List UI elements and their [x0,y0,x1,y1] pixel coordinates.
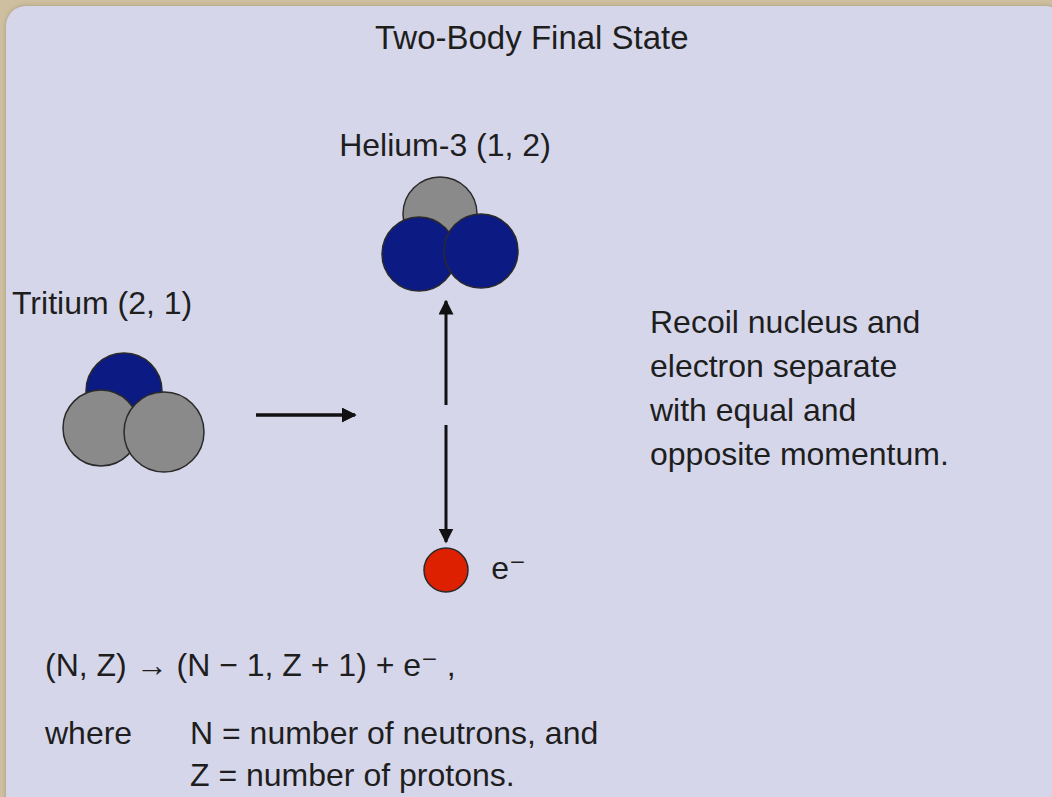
particle-label: e⁻ [422,546,526,588]
definition-text: Z = number of protons. [190,755,515,795]
momentum-arrow [256,415,446,542]
arrow-segment [445,425,448,542]
neutron-sphere [124,392,204,472]
arrow-segment [256,414,355,417]
particle-label: Tritium (2, 1) [12,283,254,323]
momentum-arrow [256,301,446,415]
helium-nucleus: Helium-3 (1, 2) [293,125,597,297]
arrow-segment [445,301,448,405]
decay-equation: (N, Z) → (N − 1, Z + 1) + e⁻ , [45,645,456,685]
diagram-title: Two-Body Final State [375,18,689,58]
particle-label: Helium-3 (1, 2) [293,125,597,165]
electron-particle: e⁻ [422,546,526,594]
legend-word: where [45,713,132,753]
arrow-segment [256,414,355,417]
tritium-nucleus: Tritium (2, 1) [12,283,254,475]
electron-sphere [424,548,468,592]
explanation-note: Recoil nucleus and electron separate wit… [650,300,955,476]
definition-text: N = number of neutrons, and [190,713,598,753]
proton-sphere [444,214,518,288]
